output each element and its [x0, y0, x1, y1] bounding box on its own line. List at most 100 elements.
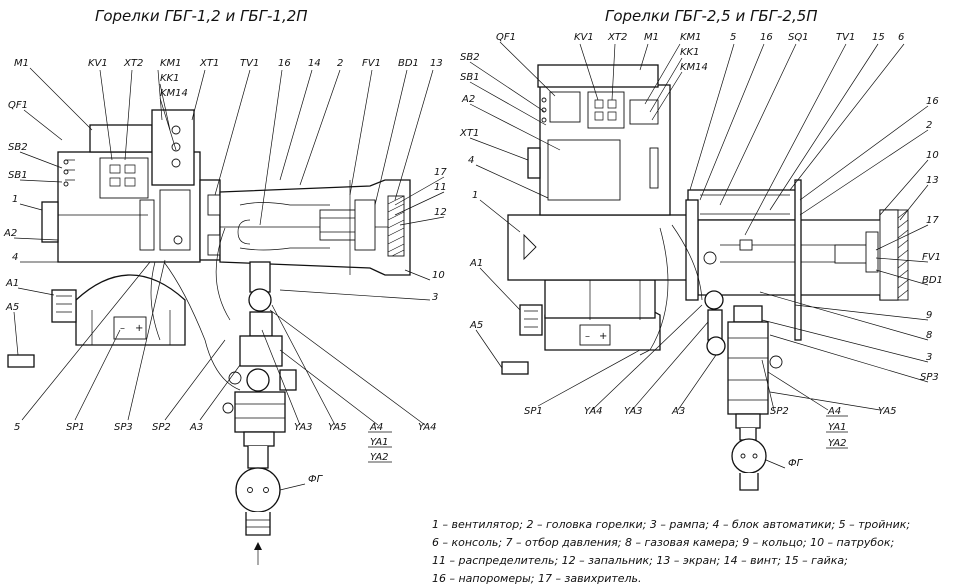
right-ya3-valve: [706, 336, 726, 356]
right-label-sp2: SP2: [770, 406, 789, 417]
right-label-fg: ФГ: [788, 458, 804, 469]
left-label-kv1: KV1: [88, 58, 108, 69]
left-label-sp2: SP2: [152, 422, 171, 433]
right-a1-motor: [519, 304, 543, 336]
svg-text:+: +: [135, 323, 143, 334]
svg-text:–: –: [585, 331, 590, 342]
left-label-sb2: SB2: [8, 142, 28, 153]
left-ya4-valve: [248, 288, 272, 312]
left-label-1: 1: [12, 194, 18, 205]
left-label-m1: M1: [14, 58, 29, 69]
right-label-sb1: SB1: [460, 72, 480, 83]
right-label-km14: KM14: [680, 62, 708, 73]
left-label-2: 2: [337, 58, 343, 69]
left-label-qf1: QF1: [8, 100, 28, 111]
left-multiblock: [234, 391, 286, 433]
right-label-4: 4: [468, 155, 474, 166]
left-label-13: 13: [430, 58, 443, 69]
right-label-ya2: YA2: [828, 438, 847, 449]
right-label-a4: A4: [827, 406, 841, 417]
right-label-10: 10: [926, 150, 939, 161]
right-label-sq1: SQ1: [788, 32, 809, 43]
left-label-16: 16: [278, 58, 291, 69]
left-label-ya1: YA1: [370, 437, 389, 448]
right-burner: –+: [459, 32, 943, 491]
left-label-5: 5: [14, 422, 20, 433]
right-label-5: 5: [730, 32, 736, 43]
right-label-m1: M1: [644, 32, 659, 43]
left-label-bd1: BD1: [398, 58, 419, 69]
left-label-xt2: XT2: [123, 58, 143, 69]
left-gas-filter-fg: [235, 467, 281, 513]
right-label-km1: KM1: [680, 32, 702, 43]
right-a5-block: [501, 361, 529, 375]
right-label-a2: A2: [461, 94, 475, 105]
right-label-sp1: SP1: [524, 406, 543, 417]
left-sp1-box: [113, 316, 147, 340]
right-label-sb2: SB2: [460, 52, 480, 63]
left-label-km1: KM1: [160, 58, 182, 69]
left-label-ya5: YA5: [328, 422, 347, 433]
left-label-a4: A4: [369, 422, 383, 433]
left-label-kk1: KK1: [160, 73, 179, 84]
right-label-tv1: TV1: [836, 32, 855, 43]
right-multiblock: [727, 321, 769, 415]
legend-line-4: 16 – напоромеры; 17 – завихритель.: [432, 572, 642, 585]
right-label-xt1: XT1: [459, 128, 479, 139]
left-burner-tube: [219, 179, 411, 276]
right-label-3: 3: [926, 352, 932, 363]
left-burner: –+: [3, 58, 447, 565]
left-label-tv1: TV1: [240, 58, 259, 69]
right-label-sp3: SP3: [920, 372, 939, 383]
right-label-kv1: KV1: [574, 32, 594, 43]
right-sp1-box: [579, 324, 611, 346]
left-label-10: 10: [432, 270, 445, 281]
right-label-17: 17: [926, 215, 939, 226]
right-label-13: 13: [926, 175, 939, 186]
right-label-1: 1: [472, 190, 478, 201]
right-label-ya4: YA4: [584, 406, 603, 417]
title-right: Горелки ГБГ-2,5 и ГБГ-2,5П: [605, 7, 818, 25]
right-label-8: 8: [926, 330, 932, 341]
left-label-a3: A3: [189, 422, 203, 433]
left-label-ya2: YA2: [370, 452, 389, 463]
right-gas-filter-fg: [731, 438, 767, 474]
parts-legend: 1 – вентилятор; 2 – головка горелки; 3 –…: [432, 518, 910, 585]
left-qf1-breaker: [89, 124, 153, 153]
left-label-fv1: FV1: [362, 58, 381, 69]
right-label-bd1: BD1: [922, 275, 943, 286]
left-a5-block: [7, 354, 35, 368]
right-label-16-top: 16: [760, 32, 773, 43]
legend-line-1: 1 – вентилятор; 2 – головка горелки; 3 –…: [432, 518, 910, 531]
right-label-xt2: XT2: [607, 32, 627, 43]
left-label-sp1: SP1: [66, 422, 85, 433]
right-label-qf1: QF1: [496, 32, 516, 43]
left-label-xt1: XT1: [199, 58, 219, 69]
left-label-4: 4: [12, 252, 18, 263]
right-console: [687, 189, 799, 221]
right-label-kk1: KK1: [680, 47, 699, 58]
legend-line-3: 11 – распределитель; 12 – запальник; 13 …: [432, 554, 848, 567]
left-ya3-valve: [246, 368, 270, 392]
svg-text:–: –: [120, 323, 125, 334]
right-label-a5: A5: [469, 320, 483, 331]
left-label-a1: A1: [5, 278, 19, 289]
left-label-11: 11: [434, 182, 447, 193]
left-label-14: 14: [308, 58, 321, 69]
left-label-km14: KM14: [160, 88, 188, 99]
left-label-17: 17: [434, 167, 447, 178]
left-label-ya4: YA4: [418, 422, 437, 433]
left-label-ya3: YA3: [294, 422, 313, 433]
right-label-16-side: 16: [926, 96, 939, 107]
left-label-3: 3: [432, 292, 438, 303]
left-label-sb1: SB1: [8, 170, 28, 181]
left-label-12: 12: [434, 207, 447, 218]
svg-text:+: +: [599, 331, 607, 342]
right-label-2: 2: [926, 120, 932, 131]
right-qf1-breaker: [537, 64, 659, 88]
left-label-fg: ФГ: [308, 474, 324, 485]
left-label-sp3: SP3: [114, 422, 133, 433]
right-label-a1: A1: [469, 258, 483, 269]
